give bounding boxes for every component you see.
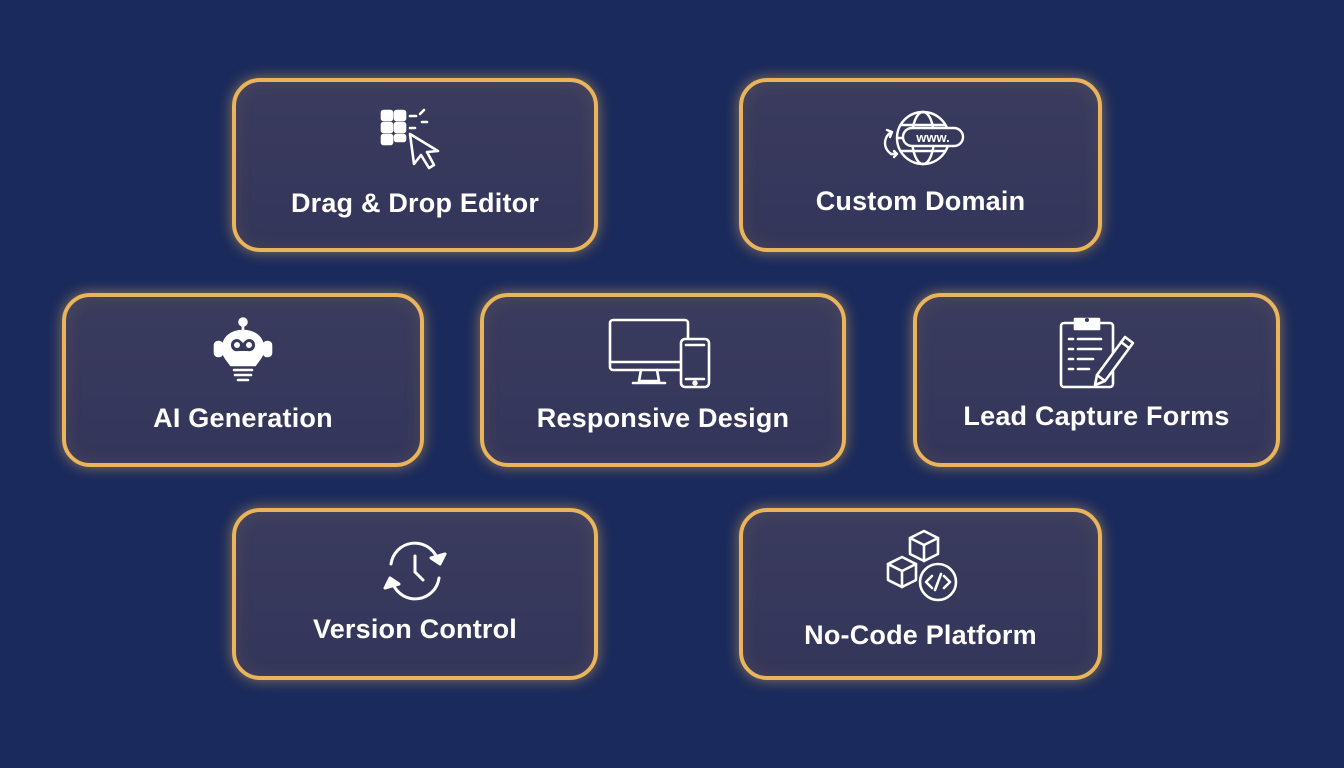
clipboard-pen-icon [917, 315, 1276, 391]
card-label: Version Control [312, 614, 518, 644]
card-drag-drop-editor: Drag & Drop Editor [232, 78, 598, 252]
card-ai-generation: AI Generation [62, 293, 424, 467]
svg-text:www.: www. [915, 130, 949, 145]
card-no-code-platform: No-Code Platform [739, 508, 1102, 680]
card-version-control: Version Control [232, 508, 598, 680]
card-label: No-Code Platform [804, 620, 1037, 650]
card-label: Drag & Drop Editor [290, 188, 540, 218]
globe-www-icon: www. [743, 108, 1098, 168]
card-custom-domain: www. Custom Domain [739, 78, 1102, 252]
card-label: Custom Domain [815, 186, 1026, 216]
card-lead-capture-forms: Lead Capture Forms [913, 293, 1280, 467]
card-responsive-design: Responsive Design [480, 293, 846, 467]
grid-cursor-icon [236, 108, 594, 174]
blocks-code-icon [743, 526, 1098, 608]
card-label: Responsive Design [536, 403, 790, 433]
clock-refresh-icon [236, 538, 594, 604]
card-label: AI Generation [153, 403, 333, 433]
card-label: Lead Capture Forms [963, 401, 1230, 431]
robot-lightbulb-icon [66, 317, 420, 387]
monitor-phone-icon [484, 317, 842, 391]
